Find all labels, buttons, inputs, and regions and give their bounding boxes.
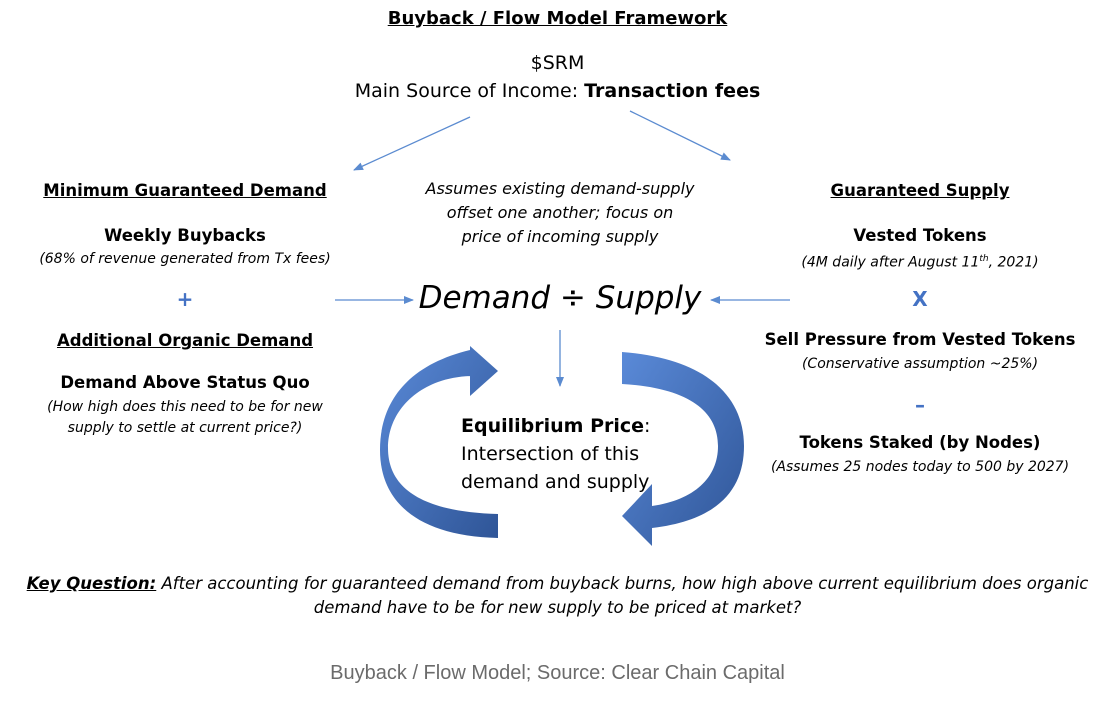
equilibrium-colon: : (644, 415, 651, 437)
center-note-line: offset one another; focus on (446, 203, 674, 222)
center-assumption-note: Assumes existing demand-supply offset on… (400, 177, 720, 249)
ticker-symbol: $SRM (530, 52, 585, 74)
additional-organic-demand-heading: Additional Organic Demand (56, 331, 314, 350)
equilibrium-line: Intersection of this (461, 443, 640, 465)
income-source: Main Source of Income: Transaction fees (0, 80, 1115, 102)
equilibrium-line: demand and supply (461, 471, 650, 493)
note-text: (4M daily after August 11 (801, 254, 980, 271)
note-line: supply to settle at current price?) (67, 420, 303, 436)
income-value: Transaction fees (584, 80, 761, 102)
key-question-text: After accounting for guaranteed demand f… (156, 574, 1089, 617)
figure-caption: Buyback / Flow Model; Source: Clear Chai… (330, 662, 785, 684)
center-note-line: Assumes existing demand-supply (425, 179, 695, 198)
equilibrium-price-text: Equilibrium Price: Intersection of this … (461, 412, 650, 496)
note-superscript: th (979, 254, 989, 264)
weekly-buybacks-label: Weekly Buybacks (104, 226, 266, 245)
key-question-label: Key Question: (26, 574, 157, 593)
note-text: , 2021) (988, 254, 1039, 271)
guaranteed-supply-heading: Guaranteed Supply (830, 181, 1010, 200)
note-line: (How high does this need to be for new (47, 399, 323, 415)
multiply-operator: X (912, 287, 928, 311)
center-note-line: price of incoming supply (461, 227, 659, 246)
arrow-to-supply-column (629, 110, 731, 161)
key-question: Key Question: After accounting for guara… (20, 572, 1095, 620)
sell-pressure-note: (Conservative assumption ~25%) (801, 356, 1039, 372)
weekly-buybacks-note: (68% of revenue generated from Tx fees) (39, 251, 331, 267)
minus-operator: – (915, 393, 925, 417)
diagram-title: Buyback / Flow Model Framework (387, 8, 728, 29)
equilibrium-price-label: Equilibrium Price (461, 415, 645, 437)
arrow-to-demand-column (353, 116, 471, 171)
demand-above-status-quo-note: (How high does this need to be for new s… (20, 397, 350, 439)
cycle-arrow-right (622, 352, 744, 546)
demand-supply-equation: Demand ÷ Supply (418, 280, 702, 316)
cycle-arrow-left (380, 346, 498, 538)
tokens-staked-note: (Assumes 25 nodes today to 500 by 2027) (770, 459, 1070, 475)
min-guaranteed-demand-heading: Minimum Guaranteed Demand (43, 181, 327, 200)
sell-pressure-label: Sell Pressure from Vested Tokens (764, 330, 1076, 349)
demand-above-status-quo-label: Demand Above Status Quo (60, 373, 310, 392)
income-label: Main Source of Income: (354, 80, 585, 102)
vested-tokens-note: (4M daily after August 11th, 2021) (760, 249, 1080, 274)
plus-operator: + (176, 287, 194, 311)
tokens-staked-label: Tokens Staked (by Nodes) (799, 433, 1041, 452)
vested-tokens-label: Vested Tokens (853, 226, 987, 245)
